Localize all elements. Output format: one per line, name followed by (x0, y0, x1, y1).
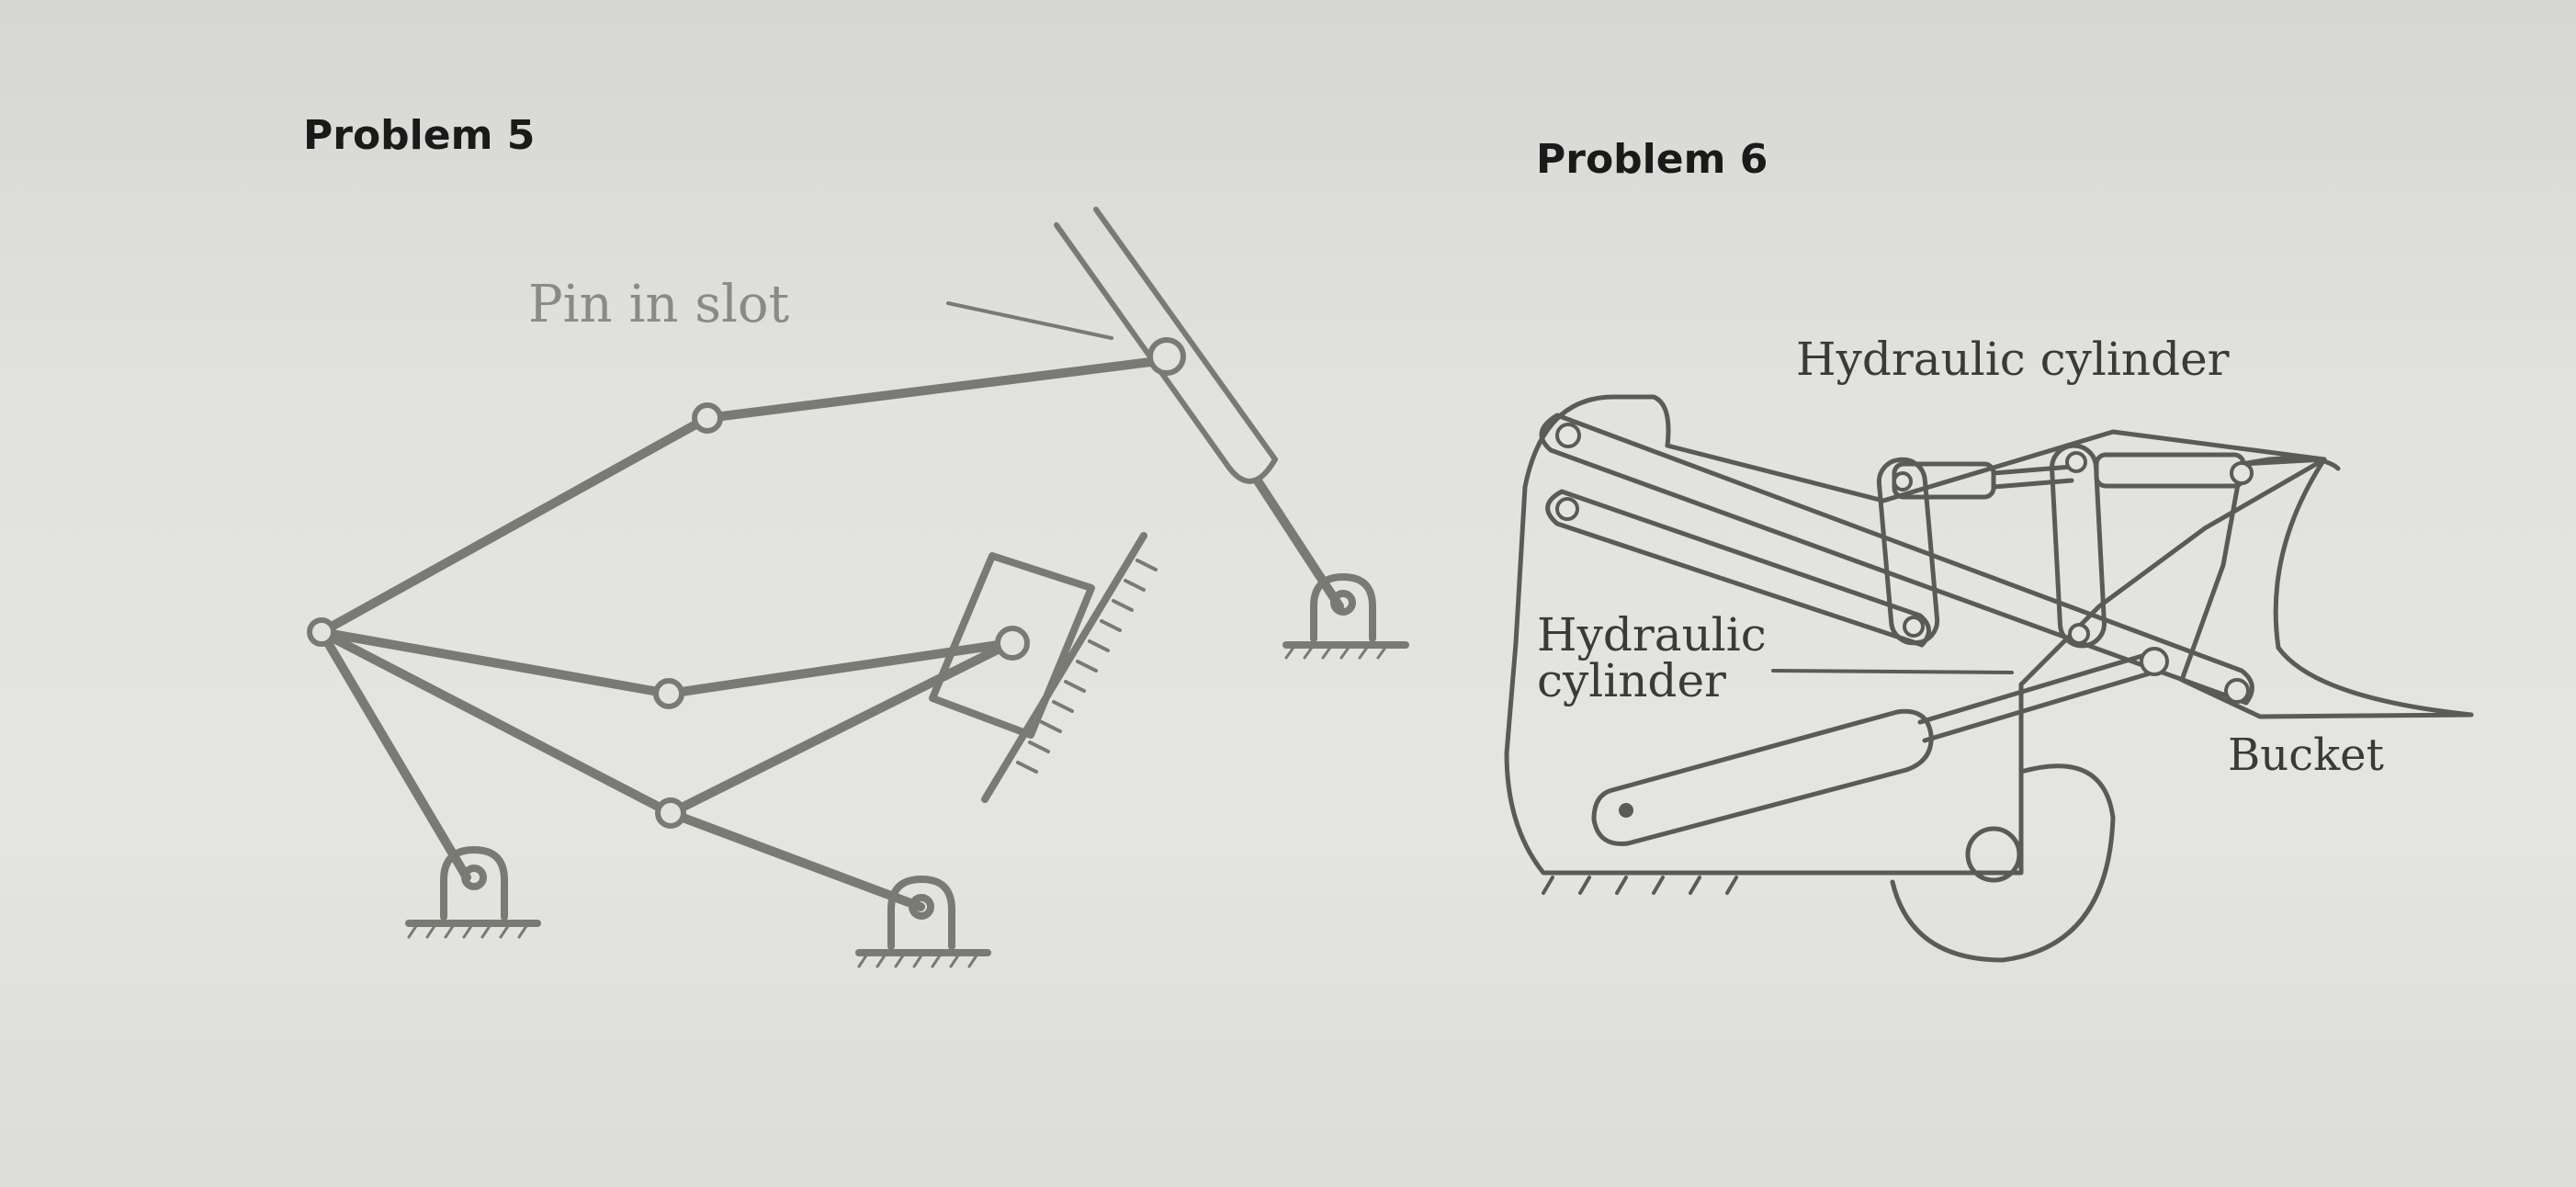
side-cylinder-leader (1771, 669, 2014, 674)
ground-pivot-right (1282, 573, 1409, 660)
problem-6-loader (1504, 394, 2474, 963)
problem-6-title: Problem 6 (1536, 136, 1768, 183)
problem-5-mechanism (307, 207, 1409, 968)
pin-in-slot-leader (946, 301, 1113, 340)
label-hydraulic-cylinder-side-line1: Hydraulic (1537, 608, 1767, 661)
vertical-links (1876, 443, 2107, 649)
boom-arm-lower (1545, 489, 1931, 648)
slotted-link (1054, 207, 1278, 484)
bucket (2179, 456, 2474, 719)
slider-block (929, 532, 1158, 803)
slot-link-lower-bar (1254, 478, 1344, 611)
label-bucket: Bucket (2228, 729, 2384, 781)
joints (307, 337, 1186, 829)
label-hydraulic-cylinder-top: Hydraulic cylinder (1796, 333, 2230, 386)
pins (1555, 423, 2254, 818)
wheel (1890, 763, 2116, 963)
label-pin-in-slot: Pin in slot (528, 275, 790, 334)
frame-hatching (1542, 876, 1738, 895)
ground-pivot-middle (855, 876, 991, 968)
boom-arm-upper (1539, 413, 2254, 706)
label-hydraulic-cylinder-side-line2: cylinder (1537, 654, 1726, 707)
loader-frame (1504, 394, 2327, 876)
ground-pivot-left (405, 846, 541, 939)
links (317, 356, 1169, 911)
problem-5-title: Problem 5 (303, 112, 536, 159)
bottom-hydraulic-cylinder (1591, 650, 2162, 846)
